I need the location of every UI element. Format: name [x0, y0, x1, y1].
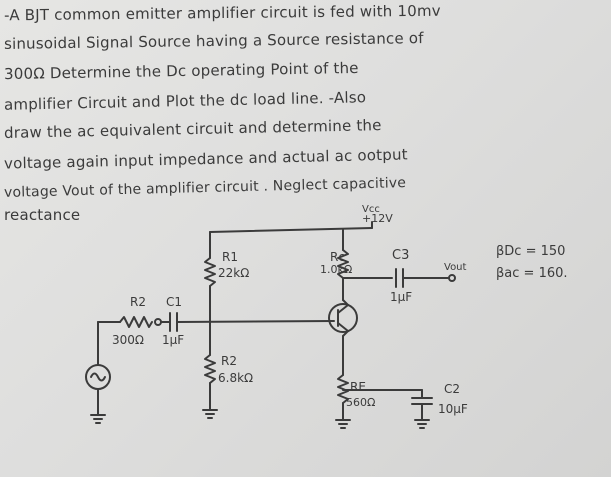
rc-name: Rc — [330, 250, 345, 264]
ac-source-wave — [90, 372, 106, 382]
r2-resistor — [204, 354, 216, 384]
c2-name: C2 — [444, 382, 461, 396]
vcc-label: Vcc — [362, 204, 380, 215]
r2-value: 6.8kΩ — [218, 371, 254, 385]
c1-name: C1 — [166, 295, 183, 309]
rs-name: R2 — [130, 295, 146, 309]
problem-line-8: reactance — [4, 206, 81, 224]
r2-name: R2 — [221, 354, 237, 368]
c3-name: C3 — [392, 248, 410, 263]
vcc-value: +12V — [362, 212, 393, 225]
c1-value: 1µF — [162, 333, 185, 347]
beta-dc-label: βDc = 150 — [496, 244, 566, 259]
c3-value: 1µF — [390, 290, 413, 304]
transistor-body — [328, 303, 358, 333]
rs-resistor — [119, 316, 153, 328]
vout-label: Vout — [444, 262, 467, 273]
rc-value: 1.0kΩ — [320, 263, 353, 276]
r1-resistor — [204, 257, 216, 287]
re-value: 560Ω — [346, 396, 376, 409]
r1-value: 22kΩ — [218, 266, 250, 280]
r1-name: R1 — [222, 250, 238, 264]
vout-terminal — [448, 274, 456, 282]
beta-ac-label: βac = 160. — [496, 266, 568, 281]
rs-value: 300Ω — [112, 333, 145, 347]
c2-value: 10µF — [438, 402, 468, 416]
vcc-rail — [209, 227, 373, 233]
rc-resistor — [337, 249, 349, 279]
re-name: RE — [350, 380, 366, 394]
